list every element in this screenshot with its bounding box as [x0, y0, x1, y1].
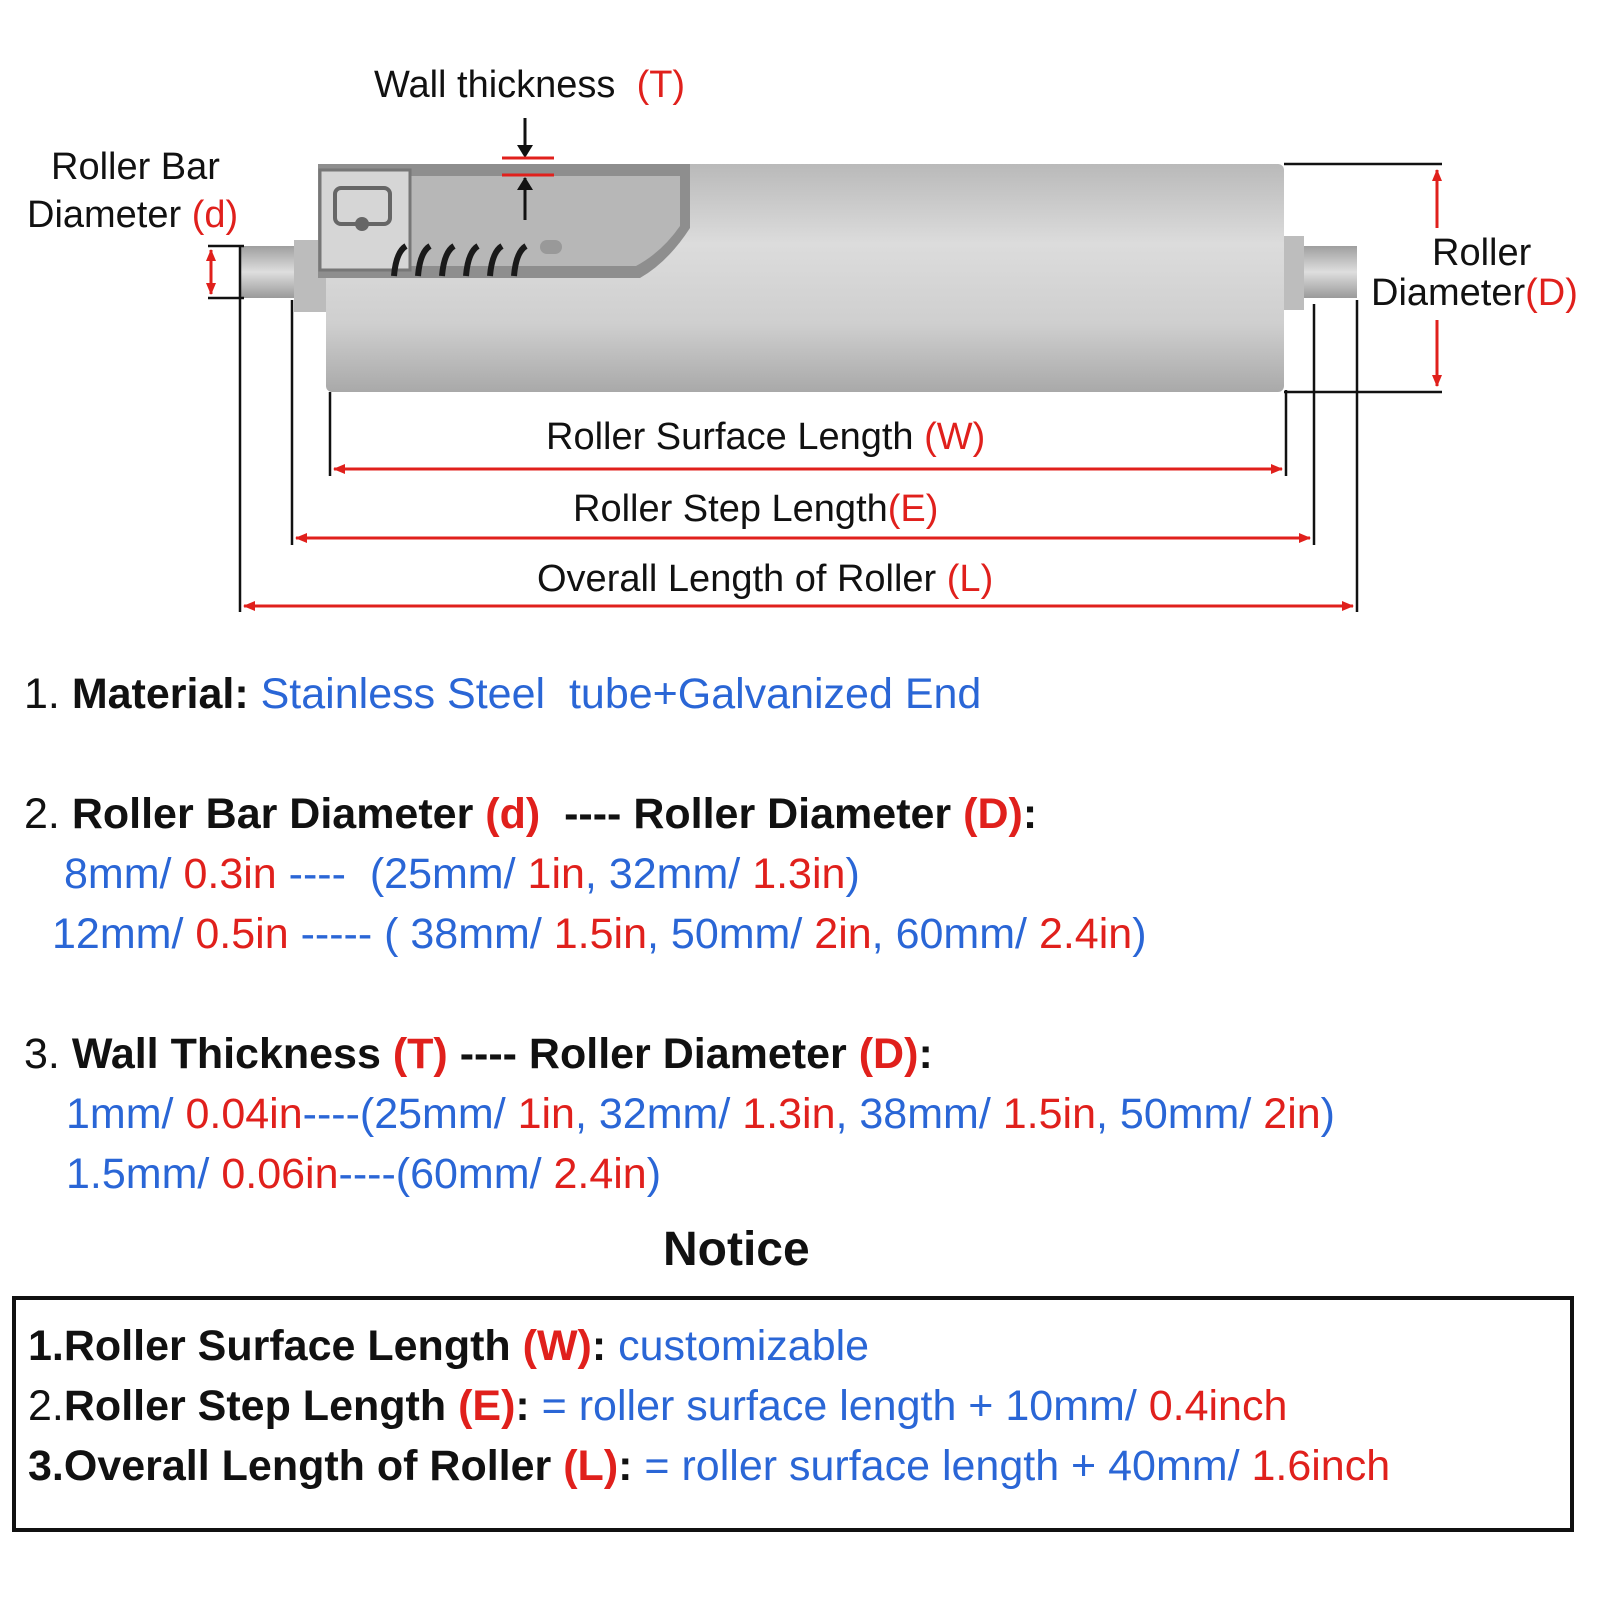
- bar-diameter-label-line2: Diameter (d): [27, 194, 239, 236]
- spec-bar-row-1: 8mm/ 0.3in ---- (25mm/ 1in, 32mm/ 1.3in): [64, 850, 860, 898]
- overall-length-label: Overall Length of Roller (L): [537, 558, 994, 600]
- roller-diagram: [206, 118, 1442, 612]
- spec-bar-diameter-heading: 2. Roller Bar Diameter (d) ---- Roller D…: [24, 790, 1038, 838]
- spec-wall-row-2: 1.5mm/ 0.06in----(60mm/ 2.4in): [66, 1150, 662, 1198]
- spring-icon: [391, 243, 528, 277]
- bar-diameter-label-line1: Roller Bar: [51, 146, 220, 188]
- notice-item-2: 2.Roller Step Length (E): = roller surfa…: [28, 1382, 1288, 1430]
- notice-title: Notice: [663, 1223, 810, 1276]
- surface-length-label: Roller Surface Length (W): [546, 416, 986, 458]
- wall-thickness-label: Wall thickness (T): [374, 64, 686, 106]
- step-length-label: Roller Step Length(E): [573, 488, 939, 530]
- spec-material: 1. Material: Stainless Steel tube+Galvan…: [24, 670, 982, 718]
- wall-thickness-marker: [502, 118, 554, 220]
- spec-bar-row-2: 12mm/ 0.5in ----- ( 38mm/ 1.5in, 50mm/ 2…: [52, 910, 1147, 958]
- spec-wall-row-1: 1mm/ 0.04in----(25mm/ 1in, 32mm/ 1.3in, …: [66, 1090, 1335, 1138]
- right-endcap: [1282, 236, 1304, 310]
- notice-item-1: 1.Roller Surface Length (W): customizabl…: [28, 1322, 870, 1370]
- notice-box: 1.Roller Surface Length (W): customizabl…: [12, 1296, 1574, 1532]
- spec-wall-thickness-heading: 3. Wall Thickness (T) ---- Roller Diamet…: [24, 1030, 933, 1078]
- extension-lines: [208, 162, 1442, 612]
- roller-diameter-label-line1: Roller: [1432, 232, 1532, 274]
- notice-item-3: 3.Overall Length of Roller (L): = roller…: [28, 1442, 1391, 1490]
- roller-diameter-label-line2: Diameter(D): [1371, 272, 1578, 314]
